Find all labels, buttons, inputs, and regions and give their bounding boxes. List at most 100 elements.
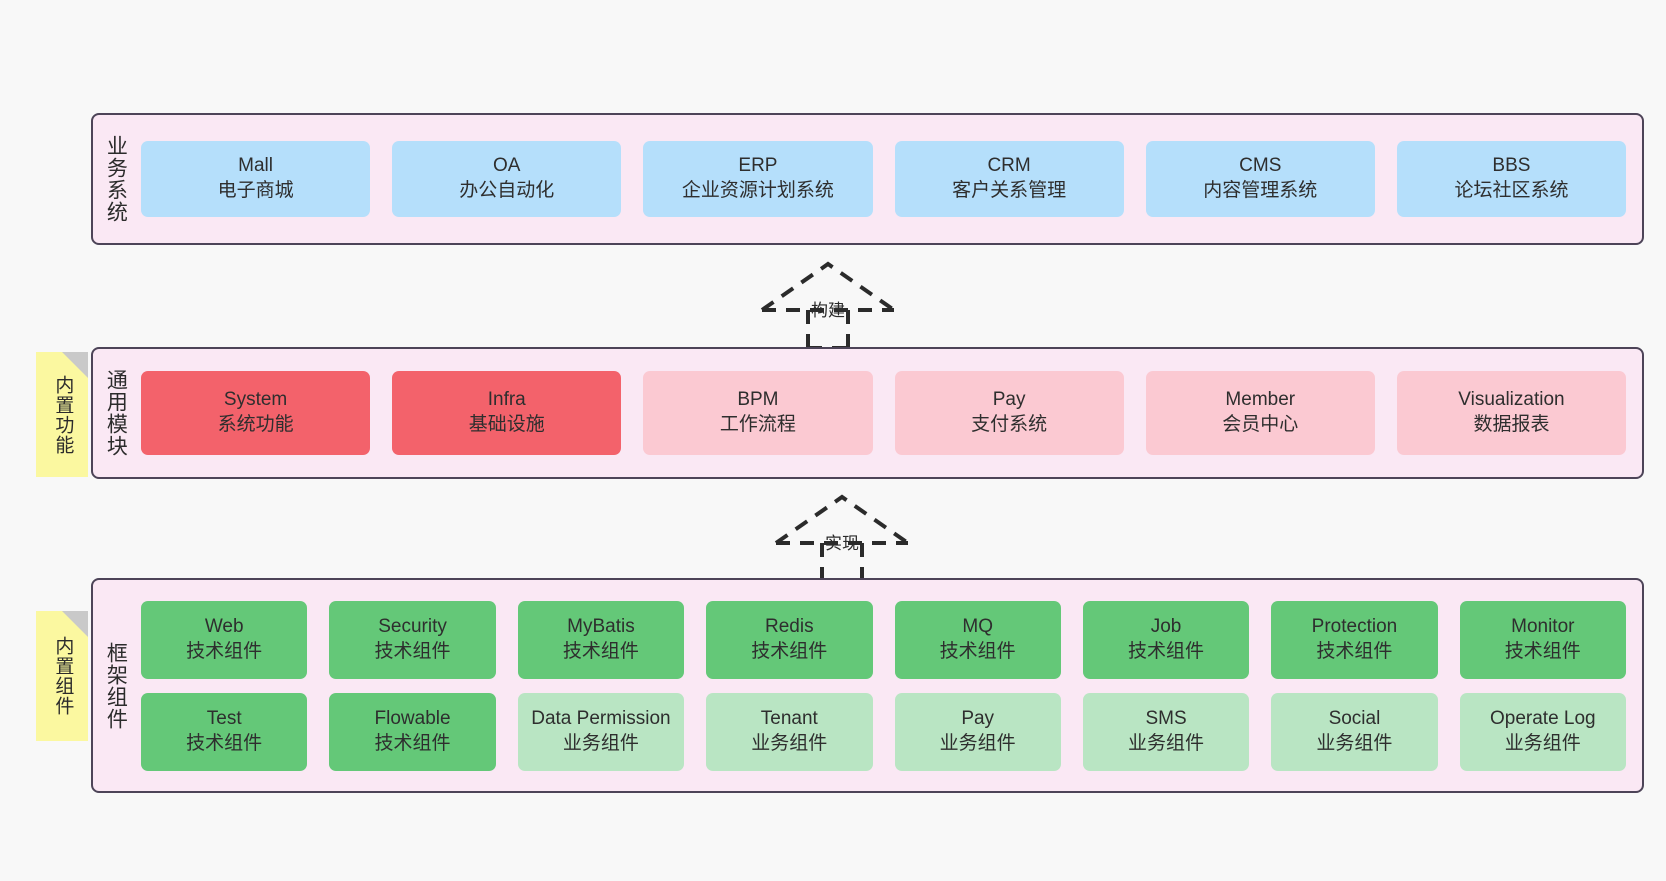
- card-title: Web: [204, 615, 244, 637]
- connector-label-build: 构建: [811, 301, 845, 320]
- card-subtitle: 业务组件: [562, 732, 639, 754]
- layer-body-business-system: Mall 电子商城 OA 办公自动化 ERP 企业资源计划系统 CRM 客户关系…: [137, 115, 1642, 243]
- card-subtitle: 业务组件: [939, 732, 1016, 754]
- card-subtitle: 数据报表: [1473, 414, 1550, 435]
- card-subtitle: 业务组件: [1128, 732, 1205, 754]
- card-subtitle: 企业资源计划系统: [681, 180, 834, 201]
- card-title: MyBatis: [567, 615, 635, 637]
- card-row: Test 技术组件 Flowable 技术组件 Data Permission …: [141, 692, 1626, 771]
- card-system[interactable]: System 系统功能: [141, 371, 371, 455]
- layer-title-framework-components: 框架组件: [104, 641, 128, 730]
- card-subtitle: 基础设施: [468, 414, 545, 435]
- card-test[interactable]: Test 技术组件: [141, 692, 308, 771]
- card-title: MQ: [962, 615, 993, 637]
- card-cms[interactable]: CMS 内容管理系统: [1145, 141, 1375, 217]
- card-subtitle: 支付系统: [971, 414, 1048, 435]
- card-title: ERP: [738, 155, 778, 177]
- card-title: Test: [206, 707, 242, 729]
- card-title: Social: [1328, 707, 1381, 729]
- card-title: System: [223, 389, 288, 411]
- layer-business-system[interactable]: 业务系统 Mall 电子商城 OA 办公自动化 ERP 企业资源计划系统 CRM…: [91, 113, 1644, 245]
- card-monitor[interactable]: Monitor 技术组件: [1459, 600, 1626, 679]
- card-social[interactable]: Social 业务组件: [1271, 692, 1438, 771]
- card-subtitle: 技术组件: [374, 640, 451, 662]
- card-title: Redis: [765, 615, 814, 637]
- card-title: Data Permission: [531, 707, 671, 729]
- card-flowable[interactable]: Flowable 技术组件: [329, 692, 496, 771]
- card-title: SMS: [1145, 707, 1187, 729]
- card-bpm[interactable]: BPM 工作流程: [643, 371, 873, 455]
- card-mall[interactable]: Mall 电子商城: [141, 141, 371, 217]
- card-crm[interactable]: CRM 客户关系管理: [894, 141, 1124, 217]
- card-title: Security: [378, 615, 447, 637]
- card-subtitle: 技术组件: [374, 732, 451, 754]
- card-subtitle: 客户关系管理: [952, 180, 1067, 201]
- card-subtitle: 技术组件: [186, 640, 263, 662]
- card-data-permission[interactable]: Data Permission 业务组件: [517, 692, 685, 771]
- card-protection[interactable]: Protection 技术组件: [1271, 600, 1438, 679]
- card-title: BBS: [1492, 155, 1531, 177]
- card-subtitle: 论坛社区系统: [1454, 180, 1569, 201]
- card-title: Job: [1150, 615, 1182, 637]
- card-subtitle: 内容管理系统: [1203, 180, 1318, 201]
- card-title: Operate Log: [1489, 707, 1596, 729]
- connector-implement: 实现: [762, 491, 922, 583]
- card-subtitle: 技术组件: [1504, 640, 1581, 662]
- card-subtitle: 办公自动化: [459, 180, 555, 201]
- card-title: Tenant: [760, 707, 818, 729]
- layer-title-business-system: 业务系统: [104, 135, 128, 223]
- note-builtin-function[interactable]: 内置功能: [36, 352, 88, 477]
- layer-framework-components[interactable]: 框架组件 Web 技术组件 Security 技术组件 MyBatis 技术组件…: [91, 578, 1644, 793]
- note-label: 内置功能: [52, 374, 74, 455]
- card-erp[interactable]: ERP 企业资源计划系统: [643, 141, 873, 217]
- card-subtitle: 技术组件: [562, 640, 639, 662]
- card-title: Pay: [992, 389, 1026, 411]
- card-title: Pay: [961, 707, 995, 729]
- card-title: Infra: [487, 389, 526, 411]
- card-subtitle: 业务组件: [751, 732, 828, 754]
- card-title: Flowable: [374, 707, 451, 729]
- card-subtitle: 技术组件: [186, 732, 263, 754]
- card-title: Visualization: [1458, 389, 1565, 411]
- card-web[interactable]: Web 技术组件: [141, 600, 308, 679]
- card-title: Monitor: [1511, 615, 1575, 637]
- card-row: Mall 电子商城 OA 办公自动化 ERP 企业资源计划系统 CRM 客户关系…: [141, 141, 1627, 217]
- layer-body-framework-components: Web 技术组件 Security 技术组件 MyBatis 技术组件 Redi…: [137, 580, 1642, 791]
- card-subtitle: 技术组件: [751, 640, 828, 662]
- note-builtin-component[interactable]: 内置组件: [36, 611, 88, 741]
- card-subtitle: 电子商城: [217, 180, 294, 201]
- card-subtitle: 技术组件: [1316, 640, 1393, 662]
- card-pay-component[interactable]: Pay 业务组件: [894, 692, 1061, 771]
- card-operate-log[interactable]: Operate Log 业务组件: [1459, 692, 1626, 771]
- card-subtitle: 系统功能: [217, 414, 294, 435]
- card-subtitle: 业务组件: [1316, 732, 1393, 754]
- card-security[interactable]: Security 技术组件: [329, 600, 496, 679]
- card-title: CMS: [1239, 155, 1282, 177]
- layer-common-modules[interactable]: 通用模块 System 系统功能 Infra 基础设施 BPM 工作流程 Pay…: [91, 347, 1644, 479]
- card-title: Protection: [1311, 615, 1398, 637]
- card-visualization[interactable]: Visualization 数据报表: [1396, 371, 1627, 455]
- connector-build: 构建: [748, 258, 908, 350]
- card-bbs[interactable]: BBS 论坛社区系统: [1396, 141, 1627, 217]
- note-fold-corner-icon: [62, 352, 88, 378]
- layer-title-common-modules: 通用模块: [104, 369, 128, 457]
- card-subtitle: 技术组件: [1128, 640, 1205, 662]
- card-title: Mall: [238, 155, 273, 177]
- card-tenant[interactable]: Tenant 业务组件: [706, 692, 873, 771]
- card-subtitle: 技术组件: [939, 640, 1016, 662]
- card-mybatis[interactable]: MyBatis 技术组件: [517, 600, 685, 679]
- card-sms[interactable]: SMS 业务组件: [1082, 692, 1250, 771]
- card-row: System 系统功能 Infra 基础设施 BPM 工作流程 Pay 支付系统…: [141, 371, 1627, 455]
- layer-body-common-modules: System 系统功能 Infra 基础设施 BPM 工作流程 Pay 支付系统…: [137, 349, 1642, 477]
- card-pay-module[interactable]: Pay 支付系统: [894, 371, 1124, 455]
- card-member[interactable]: Member 会员中心: [1145, 371, 1375, 455]
- card-title: BPM: [737, 389, 779, 411]
- note-fold-corner-icon: [62, 611, 88, 637]
- card-mq[interactable]: MQ 技术组件: [894, 600, 1061, 679]
- card-infra[interactable]: Infra 基础设施: [392, 371, 622, 455]
- connector-label-implement: 实现: [825, 534, 859, 553]
- card-oa[interactable]: OA 办公自动化: [392, 141, 622, 217]
- card-job[interactable]: Job 技术组件: [1082, 600, 1250, 679]
- card-redis[interactable]: Redis 技术组件: [706, 600, 873, 679]
